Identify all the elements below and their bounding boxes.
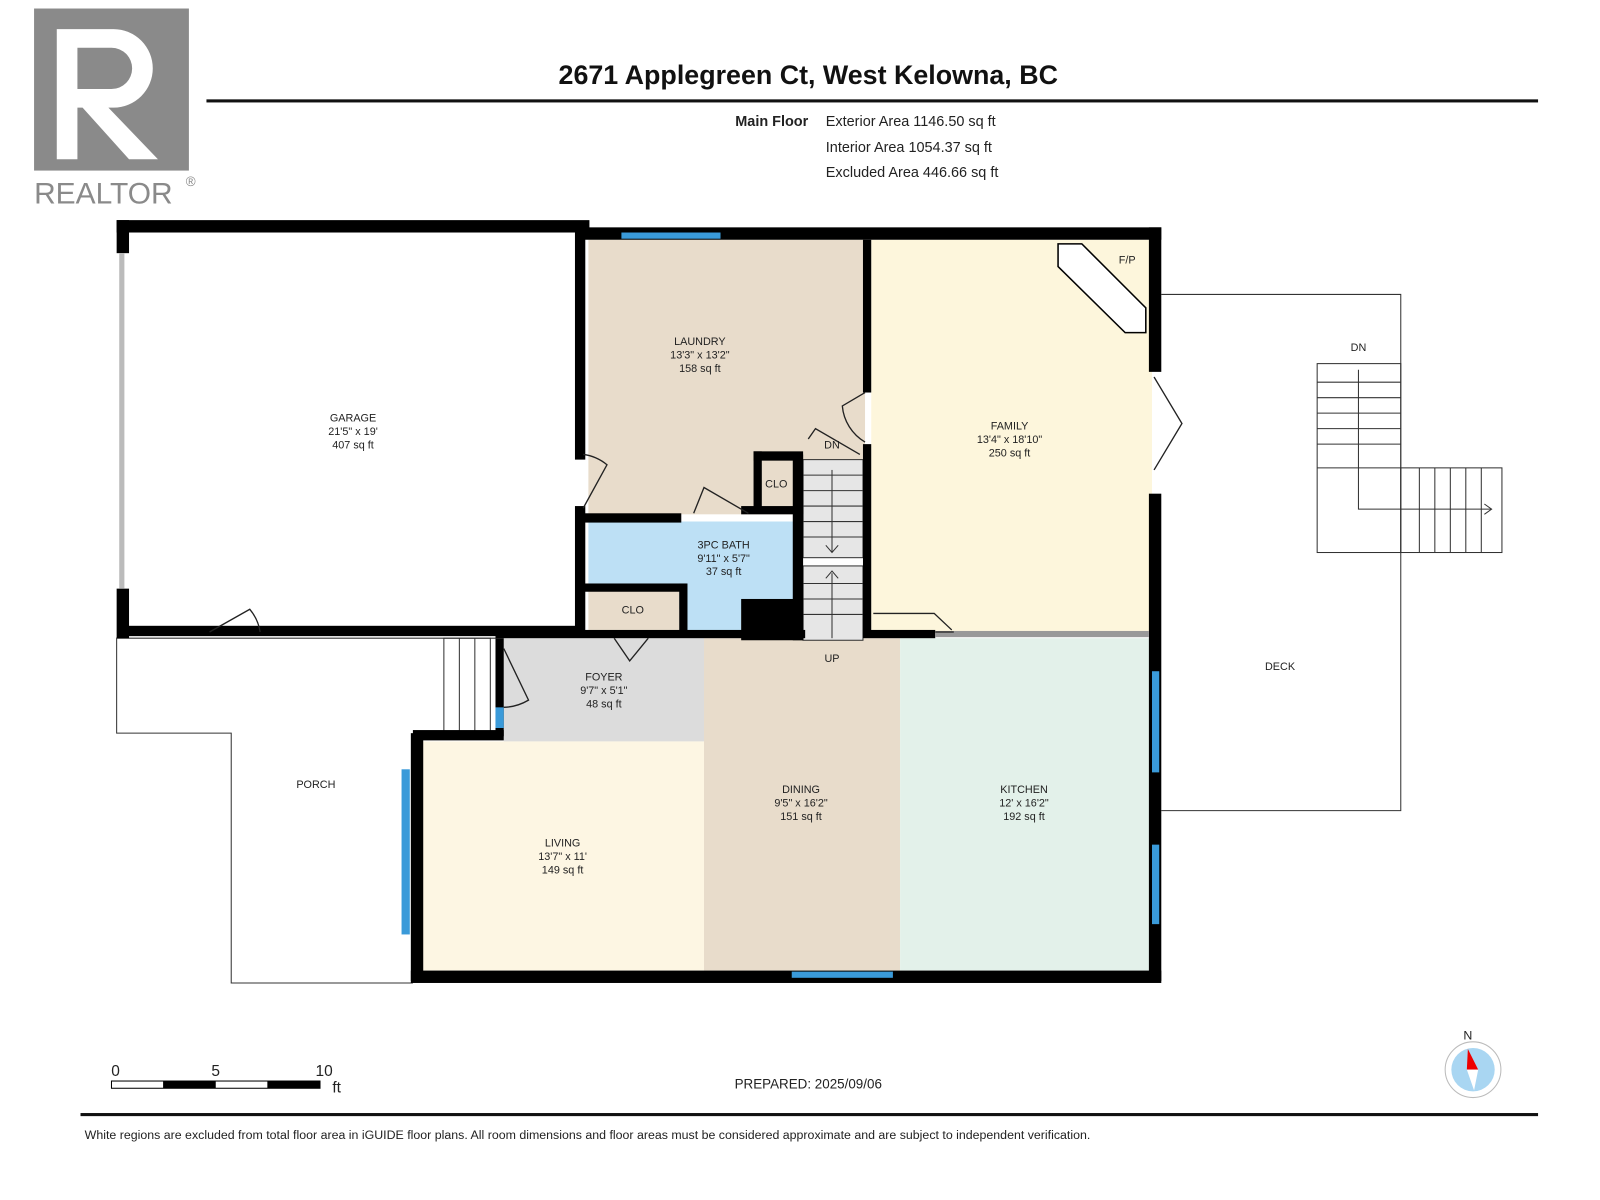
closet-label-lower: CLO (622, 604, 644, 616)
text-label: ® (186, 174, 196, 189)
porch-label: PORCH (296, 779, 335, 791)
deck-stairs-down-label: DN (1351, 342, 1367, 354)
text-label: 9'7" x 5'1" (580, 685, 627, 697)
disclaimer: White regions are excluded from total fl… (85, 1128, 1091, 1142)
text-label: FAMILY (991, 421, 1029, 433)
text-label: GARAGE (330, 412, 376, 424)
text-label: 407 sq ft (332, 439, 374, 451)
text-label: 13'7" x 11' (538, 851, 587, 863)
text-label: 0 (111, 1063, 120, 1080)
text-label: LIVING (545, 838, 581, 850)
prepared-date: PREPARED: 2025/09/06 (735, 1076, 882, 1091)
text-label: REALTOR (34, 178, 173, 211)
text-label: 10 (316, 1063, 333, 1080)
text-label: 192 sq ft (1003, 811, 1045, 823)
scale-bar: 0 5 10 ft (110, 1063, 342, 1096)
text-label: 158 sq ft (679, 363, 721, 375)
room-dining (704, 638, 901, 971)
text-label: 37 sq ft (706, 566, 742, 578)
text-label: 149 sq ft (542, 865, 584, 877)
room-label-bath: 3PC BATH 9'11" x 5'7" 37 sq ft (697, 539, 750, 578)
text-label: 13'3" x 13'2" (670, 349, 730, 361)
windows (401, 232, 1160, 978)
text-label: 9'11" x 5'7" (697, 553, 750, 565)
text-label: LAUNDRY (674, 336, 726, 348)
text-label: ft (332, 1079, 341, 1096)
text-label: 250 sq ft (989, 448, 1031, 460)
porch-outline (116, 637, 496, 984)
text-label: 21'5" x 19' (328, 426, 378, 438)
footer-divider (80, 1113, 1539, 1117)
deck-label: DECK (1265, 661, 1296, 673)
text-label: 151 sq ft (780, 811, 822, 823)
room-label-living: LIVING 13'7" x 11' 149 sq ft (538, 838, 587, 877)
text-label: 3PC BATH (698, 539, 750, 551)
text-label: FOYER (585, 672, 622, 684)
room-label-kitchen: KITCHEN 12' x 16'2" 192 sq ft (999, 784, 1049, 823)
room-living (421, 741, 704, 971)
fireplace-label: F/P (1119, 254, 1136, 266)
compass-icon: N (1444, 1029, 1502, 1099)
counter (935, 630, 1149, 638)
text-label: KITCHEN (1000, 784, 1048, 796)
room-label-foyer: FOYER 9'7" x 5'1" 48 sq ft (580, 672, 627, 711)
room-kitchen (900, 638, 1151, 971)
text-label: N (1463, 1029, 1472, 1043)
realtor-logo: REALTOR ® (34, 8, 196, 211)
room-closet-lower (588, 590, 680, 630)
stairs-up-label: UP (824, 653, 839, 665)
room-label-family: FAMILY 13'4" x 18'10" 250 sq ft (977, 421, 1043, 460)
room-label-dining: DINING 9'5" x 16'2" 151 sq ft (774, 784, 828, 823)
page-title: 2671 Applegreen Ct, West Kelowna, BC (559, 60, 1058, 90)
text-label: 48 sq ft (586, 698, 622, 710)
text-label: 12' x 16'2" (999, 797, 1049, 809)
text-label: 13'4" x 18'10" (977, 434, 1043, 446)
room-foyer (503, 638, 704, 742)
header-divider (206, 99, 1539, 103)
exterior-area: Exterior Area 1146.50 sq ft (826, 114, 996, 130)
text-label: 5 (211, 1063, 220, 1080)
text-label: DINING (782, 784, 820, 796)
room-label-laundry: LAUNDRY 13'3" x 13'2" 158 sq ft (670, 336, 730, 375)
excluded-area: Excluded Area 446.66 sq ft (826, 165, 999, 181)
interior-stairs (802, 459, 864, 641)
deck-stairs (1316, 363, 1503, 554)
stairs-down-label: DN (824, 439, 840, 451)
porch-steps (443, 637, 491, 732)
room-closet-upper (761, 461, 795, 506)
fireplace (1057, 243, 1147, 334)
text-label: 9'5" x 16'2" (774, 797, 828, 809)
floor-label: Main Floor (735, 114, 808, 130)
closet-label-upper: CLO (765, 478, 787, 490)
room-label-garage: GARAGE 21'5" x 19' 407 sq ft (328, 412, 378, 451)
doors (119, 253, 1183, 709)
interior-area: Interior Area 1054.37 sq ft (826, 140, 992, 156)
